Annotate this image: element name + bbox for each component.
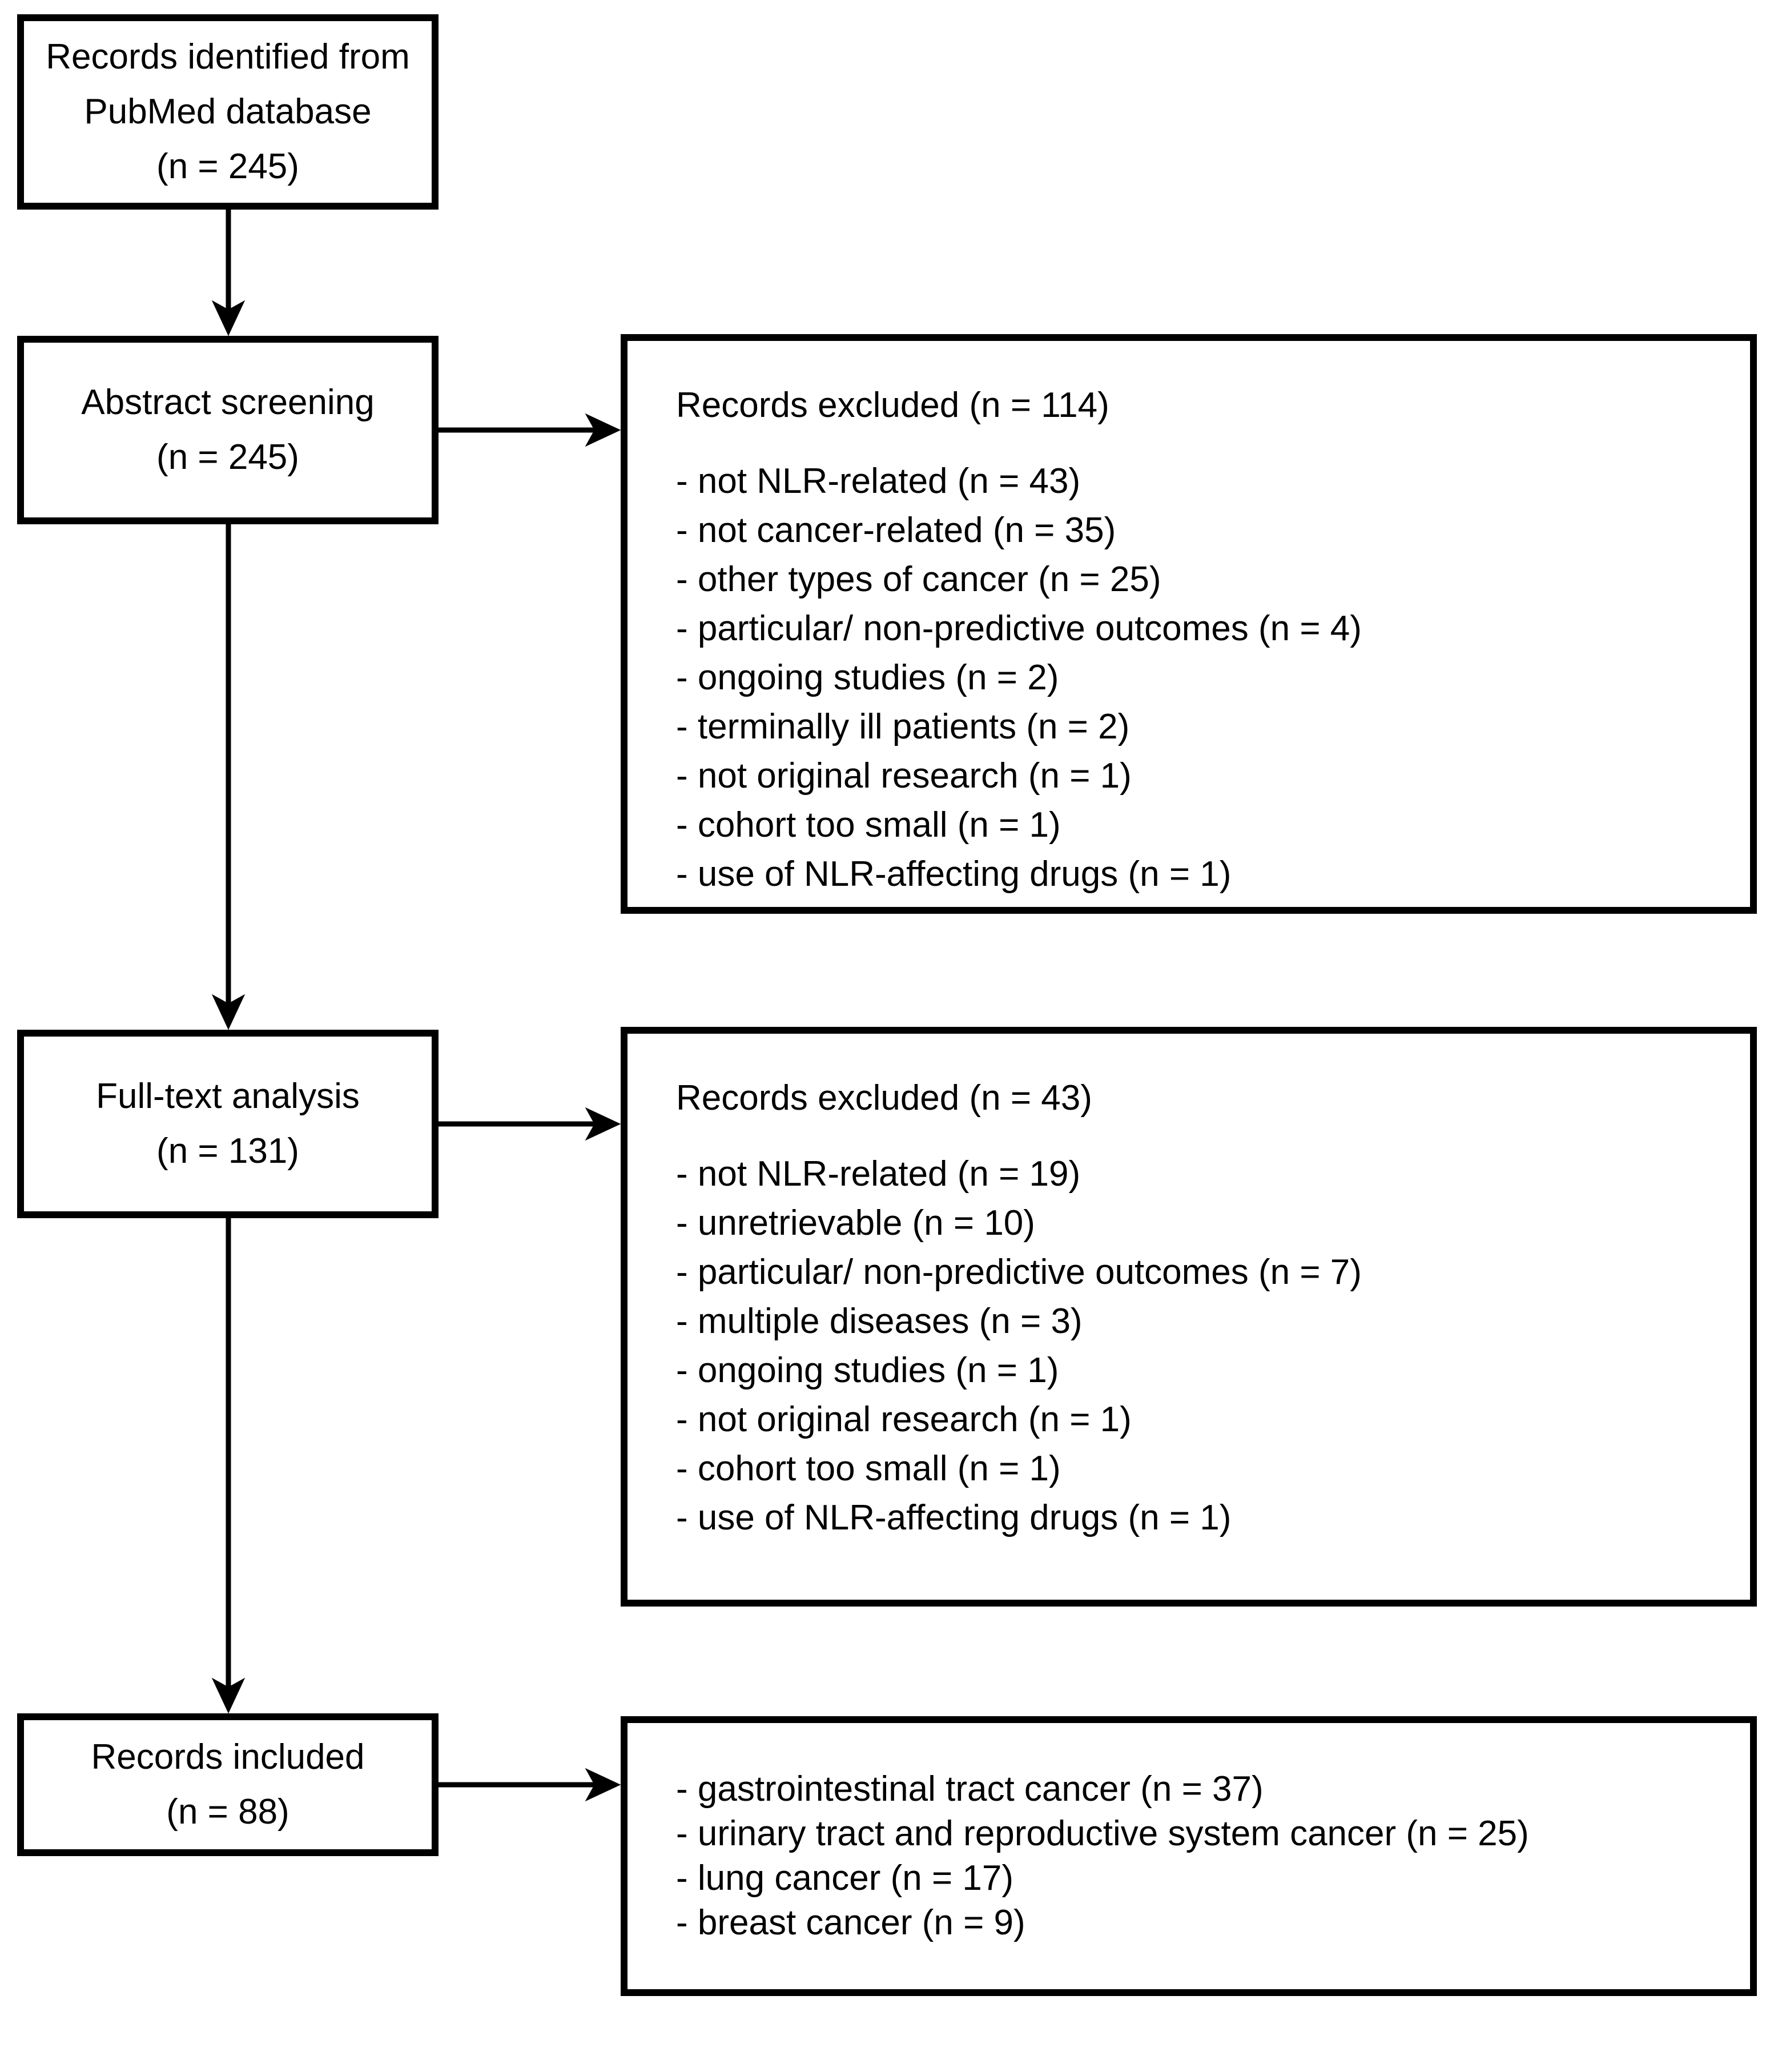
box-text-line: Records identified from xyxy=(46,37,410,77)
box-text-line: PubMed database xyxy=(84,92,372,131)
exclusion-reason: - cohort too small (n = 1) xyxy=(676,805,1061,845)
box-included-cancer-types: - gastrointestinal tract cancer (n = 37)… xyxy=(621,1716,1757,1996)
exclusion-reason: - use of NLR-affecting drugs (n = 1) xyxy=(676,854,1232,894)
exclusion-reason: - not cancer-related (n = 35) xyxy=(676,511,1116,550)
arrow-abstract-screening-to-excluded xyxy=(439,413,621,447)
included-cancer-type: - breast cancer (n = 9) xyxy=(676,1903,1025,1942)
box-count: (n = 88) xyxy=(166,1792,289,1832)
arrow-included-to-breakdown xyxy=(439,1768,621,1802)
exclusion-reason: - use of NLR-affecting drugs (n = 1) xyxy=(676,1498,1232,1537)
exclusion-reason: - terminally ill patients (n = 2) xyxy=(676,707,1130,746)
exclusion-reason: - unretrievable (n = 10) xyxy=(676,1203,1035,1243)
box-records-included: Records included (n = 88) xyxy=(17,1713,439,1856)
exclusion-reason: - not original research (n = 1) xyxy=(676,756,1132,796)
exclusion-reason: - particular/ non-predictive outcomes (n… xyxy=(676,609,1362,648)
arrow-fulltext-to-excluded xyxy=(439,1107,621,1141)
exclusion-reason: - ongoing studies (n = 2) xyxy=(676,658,1059,697)
box-count: (n = 245) xyxy=(156,147,299,186)
box-records-identified: Records identified from PubMed database … xyxy=(17,14,439,210)
box-text-line: Abstract screening xyxy=(81,383,375,422)
box-full-text-analysis: Full-text analysis (n = 131) xyxy=(17,1030,439,1218)
box-text-line: Records included xyxy=(91,1737,365,1777)
box-text-line: Full-text analysis xyxy=(96,1077,360,1116)
arrow-identification-to-abstract-screening xyxy=(211,210,246,336)
exclusion-reason: - not NLR-related (n = 43) xyxy=(676,461,1081,501)
exclusion-reason: - cohort too small (n = 1) xyxy=(676,1449,1061,1488)
exclusion-reason: - multiple diseases (n = 3) xyxy=(676,1302,1083,1341)
included-cancer-type: - urinary tract and reproductive system … xyxy=(676,1814,1529,1853)
box-count: (n = 131) xyxy=(156,1131,299,1171)
box-records-excluded-fulltext: Records excluded (n = 43) - not NLR-rela… xyxy=(621,1027,1757,1607)
box-abstract-screening: Abstract screening (n = 245) xyxy=(17,336,439,524)
exclusion-reason: - ongoing studies (n = 1) xyxy=(676,1351,1059,1390)
exclusion-reason: - other types of cancer (n = 25) xyxy=(676,560,1161,599)
box-records-excluded-abstract: Records excluded (n = 114) - not NLR-rel… xyxy=(621,334,1757,914)
included-cancer-type: - gastrointestinal tract cancer (n = 37) xyxy=(676,1769,1264,1809)
arrow-abstract-screening-to-fulltext xyxy=(211,524,246,1030)
side-box-title: Records excluded (n = 43) xyxy=(676,1078,1092,1118)
exclusion-reason: - particular/ non-predictive outcomes (n… xyxy=(676,1252,1362,1292)
arrow-fulltext-to-included xyxy=(211,1218,246,1714)
exclusion-reason: - not original research (n = 1) xyxy=(676,1400,1132,1439)
box-count: (n = 245) xyxy=(156,437,299,477)
included-cancer-type: - lung cancer (n = 17) xyxy=(676,1858,1014,1898)
side-box-title: Records excluded (n = 114) xyxy=(676,386,1109,425)
exclusion-reason: - not NLR-related (n = 19) xyxy=(676,1154,1081,1194)
